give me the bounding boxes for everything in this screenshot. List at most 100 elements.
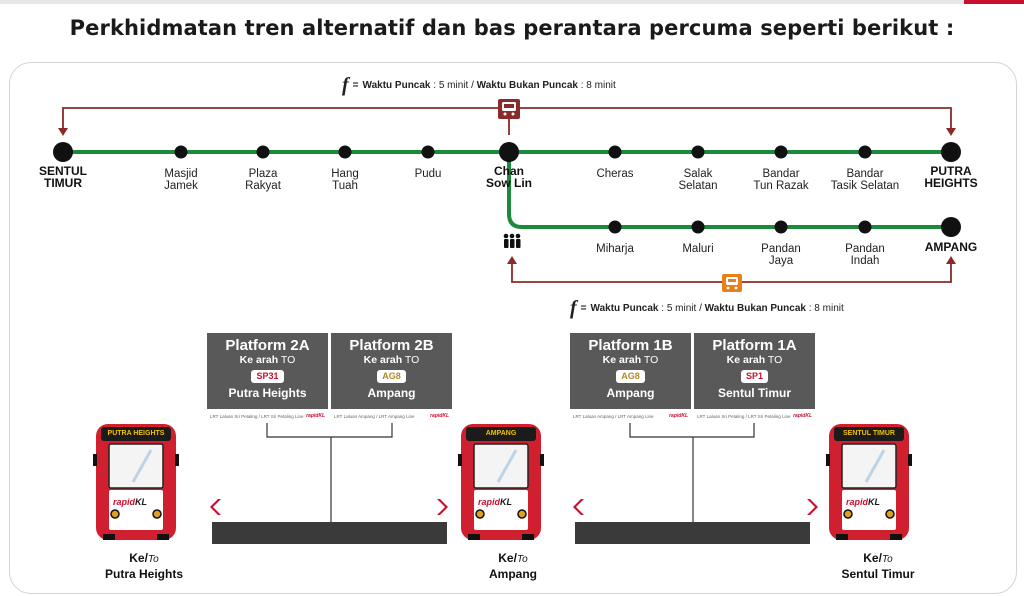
station-dot xyxy=(858,145,872,159)
chevron-left-icon xyxy=(573,499,584,515)
ke-text: Ke/ xyxy=(129,551,148,565)
offpeak-value: : 8 minit xyxy=(580,80,616,91)
chevron-left-icon xyxy=(210,499,221,515)
sign-footer: LRT Laluan Ampang / LRT Ampang Line rapid… xyxy=(334,411,455,422)
sign-footer-text: LRT Laluan Ampang / LRT Ampang Line xyxy=(573,414,654,419)
ke-text: Ke/ xyxy=(498,551,517,565)
bus-destination-display: AMPANG xyxy=(472,428,530,439)
bus-destination-display: PUTRA HEIGHTS xyxy=(107,428,165,439)
station-dot xyxy=(774,220,788,234)
offpeak-value: : 8 minit xyxy=(808,303,844,314)
platform-title: Platform 1A xyxy=(712,337,797,354)
bus-destination-display: SENTUL TIMUR xyxy=(840,428,898,439)
bus-front-icon xyxy=(93,424,179,540)
station-label: Cheras xyxy=(596,168,634,180)
rapidkl-logo: rapidKL xyxy=(113,497,147,507)
sign-footer: LRT Laluan Ampang / LRT Ampang Line rapid… xyxy=(573,411,694,422)
station-dot xyxy=(174,145,188,159)
platform-sign-2a: Platform 2A Ke arah TO SP31 Putra Height… xyxy=(207,333,328,409)
direction-label: Ke arah xyxy=(602,354,642,366)
top-loop-arrow-left xyxy=(58,128,68,136)
platform-title: Platform 1B xyxy=(588,337,673,354)
direction-to: TO xyxy=(767,354,783,366)
sign-footer: LRT Laluan Sri Petaling / LRT Sri Petali… xyxy=(697,411,818,422)
platform-destination: Sentul Timur xyxy=(717,386,792,400)
rapid-text: rapid xyxy=(113,497,136,507)
station-dot xyxy=(691,145,705,159)
sign-footer: LRT Laluan Sri Petaling / LRT Sri Petali… xyxy=(210,411,331,422)
peak-value: : 5 minit / xyxy=(661,303,702,314)
top-loop-arrow-right xyxy=(946,128,956,136)
station-dot xyxy=(53,142,73,162)
rapid-text: rapid xyxy=(846,497,869,507)
rapidkl-mini-logo: rapidKL xyxy=(306,413,325,419)
bus-destination-name: Putra Heights xyxy=(104,567,183,581)
rapidkl-mini-logo: rapidKL xyxy=(793,413,812,419)
ke-text: Ke/ xyxy=(863,551,882,565)
frequency-note-top: f=Waktu Puncak : 5 minit / Waktu Bukan P… xyxy=(342,74,616,97)
platform-sign-2b: Platform 2B Ke arah TO AG8 Ampang xyxy=(331,333,452,409)
direction-to: TO xyxy=(404,354,420,366)
sign-footer-text: LRT Laluan Ampang / LRT Ampang Line xyxy=(334,414,415,419)
peak-label: Waktu Puncak xyxy=(590,303,659,314)
station-dot xyxy=(941,142,961,162)
platform-sign-1b: Platform 1B Ke arah TO AG8 Ampang xyxy=(570,333,691,409)
station-label: Pudu xyxy=(414,168,442,180)
top-accent-red xyxy=(964,0,1024,4)
bottom-loop-arrow-left xyxy=(507,256,517,264)
bus-putra-heights: PUTRA HEIGHTS rapidKL xyxy=(93,424,179,545)
bus-front-icon xyxy=(458,424,544,540)
frequency-equals: = xyxy=(580,303,587,314)
offpeak-label: Waktu Bukan Puncak xyxy=(476,80,578,91)
top-loop-line xyxy=(62,107,510,135)
platform-destination: Ampang xyxy=(367,386,416,400)
station-dot xyxy=(691,220,705,234)
sign-footer-text: LRT Laluan Sri Petaling / LRT Sri Petali… xyxy=(697,414,791,419)
bus-destination-label: Ke/To Ampang xyxy=(443,551,583,581)
frequency-note-bottom: f=Waktu Puncak : 5 minit / Waktu Bukan P… xyxy=(570,297,844,320)
to-text: To xyxy=(147,554,159,565)
station-dot xyxy=(941,217,961,237)
bus-destination-name: Ampang xyxy=(489,567,537,581)
bottom-loop-arrow-right xyxy=(946,256,956,264)
bus-sentul-timur: SENTUL TIMUR rapidKL xyxy=(826,424,912,545)
rapidkl-logo: rapidKL xyxy=(478,497,512,507)
station-dot xyxy=(256,145,270,159)
station-code-badge: AG8 xyxy=(616,370,645,383)
kl-text: KL xyxy=(500,497,513,507)
train-icon-top xyxy=(498,99,520,119)
bus-destination-name: Sentul Timur xyxy=(841,567,915,581)
platform-sign-group-2: Platform 1B Ke arah TO AG8 Ampang Platfo… xyxy=(570,333,815,423)
offpeak-label: Waktu Bukan Puncak xyxy=(704,303,806,314)
rapidkl-mini-logo: rapidKL xyxy=(430,413,449,419)
station-label: Miharja xyxy=(596,243,634,255)
branch-line xyxy=(507,152,951,229)
frequency-symbol: f xyxy=(570,297,577,319)
sign-footer-text: LRT Laluan Sri Petaling / LRT Sri Petali… xyxy=(210,414,304,419)
station-label: AMPANG xyxy=(924,240,978,254)
platform-sign-group-1: Platform 2A Ke arah TO SP31 Putra Height… xyxy=(207,333,452,423)
to-text: To xyxy=(516,554,528,565)
kl-text: KL xyxy=(135,497,148,507)
rapidkl-mini-logo: rapidKL xyxy=(669,413,688,419)
frequency-equals: = xyxy=(352,80,359,91)
station-code-badge: SP31 xyxy=(251,370,284,383)
to-text: To xyxy=(881,554,893,565)
page-heading: Perkhidmatan tren alternatif dan bas per… xyxy=(69,16,955,40)
platform-title: Platform 2A xyxy=(225,337,310,354)
platform-destination: Putra Heights xyxy=(228,386,307,400)
bus-front-icon xyxy=(826,424,912,540)
station-dot xyxy=(338,145,352,159)
station-code-badge: SP1 xyxy=(740,370,768,383)
platform-title: Platform 2B xyxy=(349,337,434,354)
bus-ampang: AMPANG rapidKL xyxy=(458,424,544,545)
